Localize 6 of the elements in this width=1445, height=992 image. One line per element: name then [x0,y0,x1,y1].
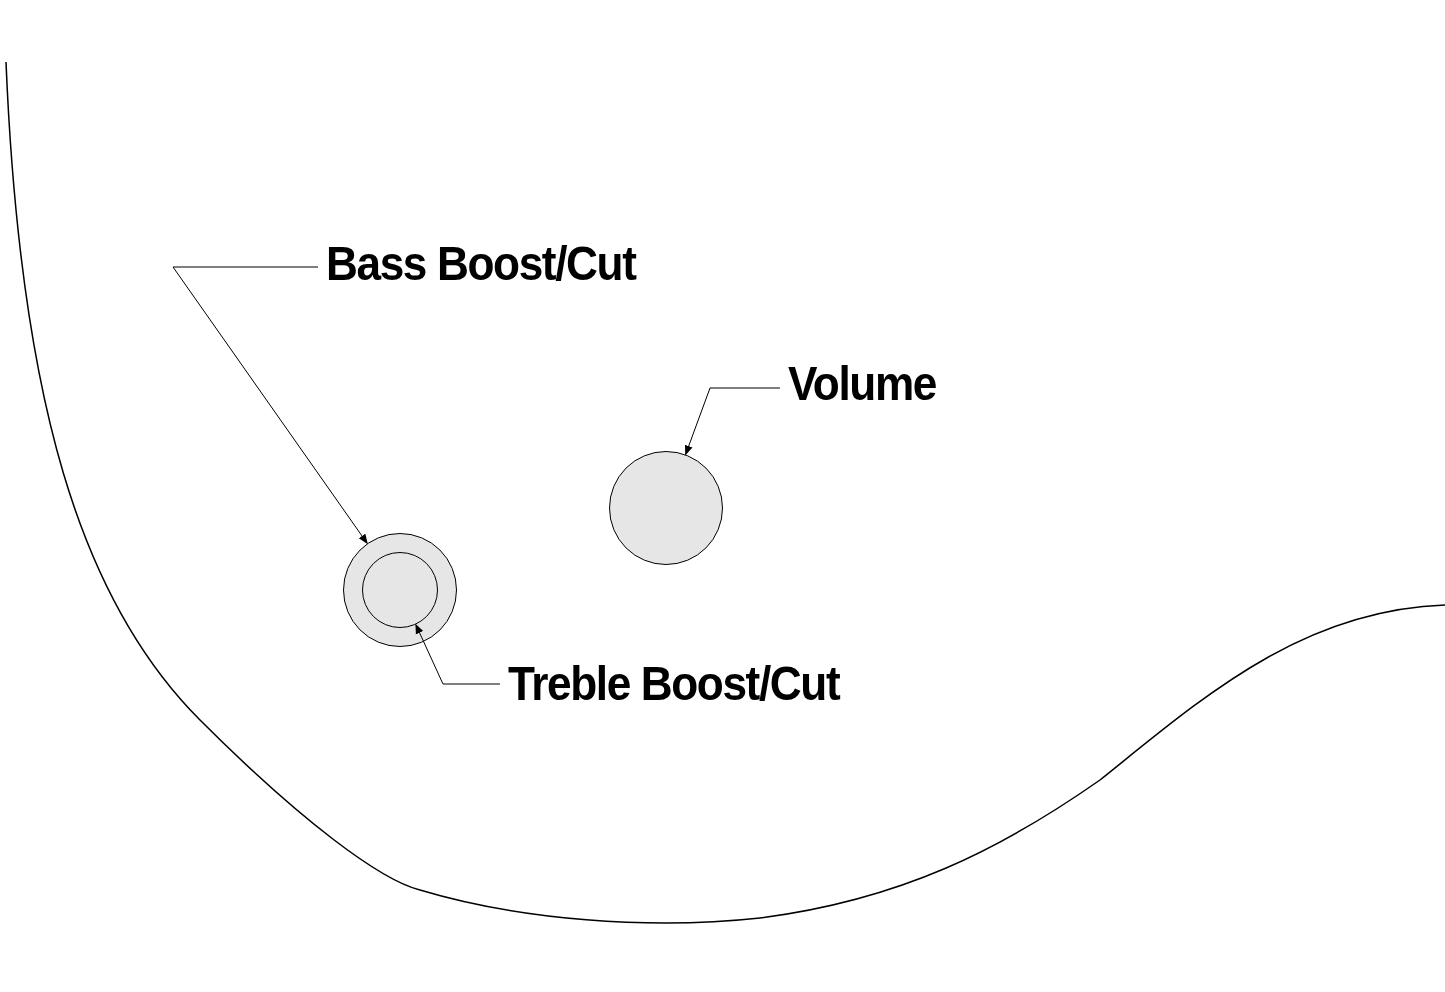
callout-label: Bass Boost/Cut [326,240,636,288]
callout-label: Volume [788,360,936,408]
leader-line [684,387,781,456]
leader-line [415,623,501,685]
callout-label: Treble Boost/Cut [508,660,840,708]
leader-line [172,266,368,545]
